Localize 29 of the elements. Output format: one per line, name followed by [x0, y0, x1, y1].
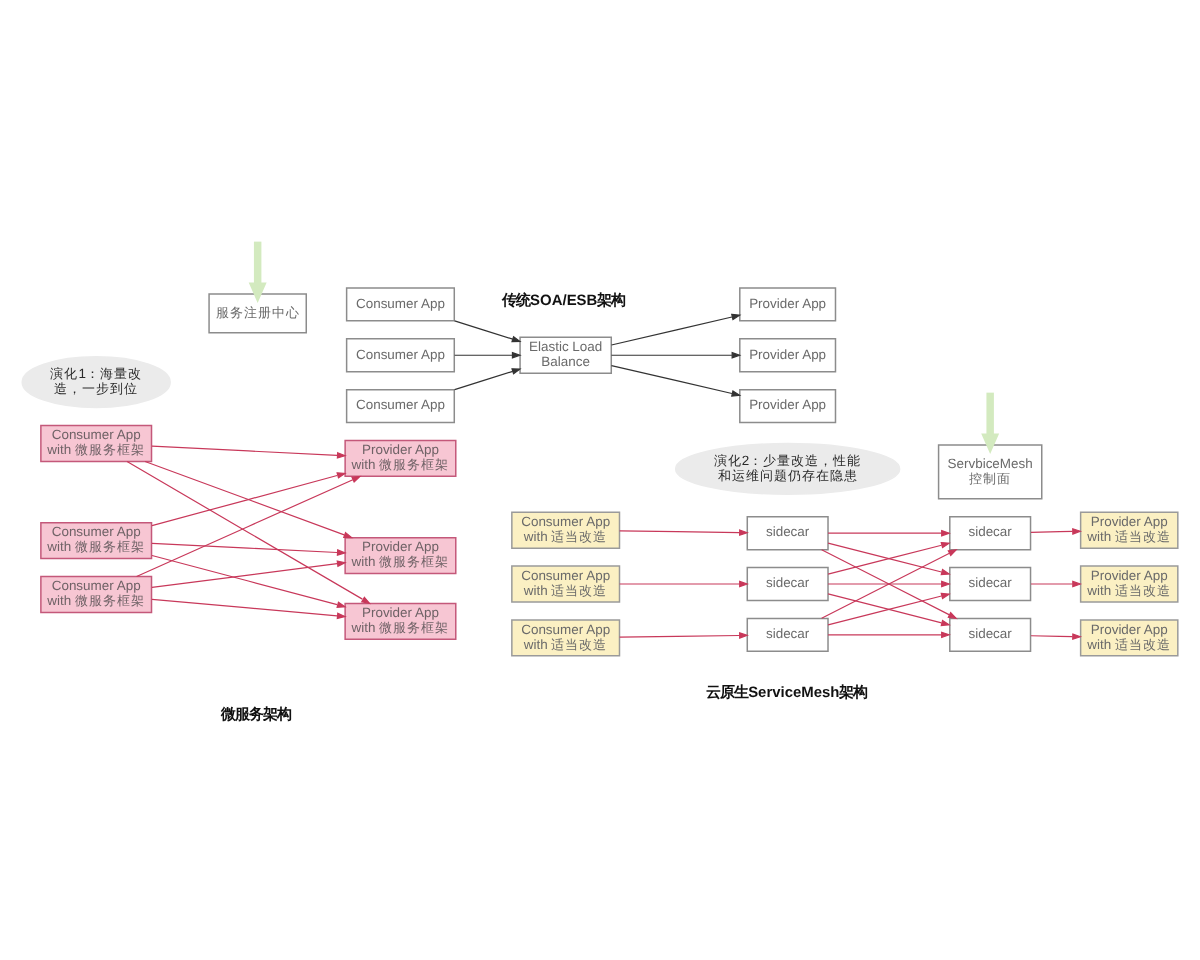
arrow [827, 580, 951, 588]
label: 传统SOA/ESB架构 [502, 291, 626, 310]
arrow [827, 631, 951, 639]
arrow [144, 460, 354, 539]
arrow [248, 241, 267, 304]
label: 云原生ServiceMesh架构 [706, 682, 868, 701]
arrow [454, 351, 522, 359]
arrow [151, 445, 347, 459]
arrow [126, 460, 372, 605]
arrow [151, 598, 347, 620]
arrow [610, 351, 742, 359]
arrow [454, 320, 522, 343]
arrow [981, 392, 1000, 454]
arrow [136, 475, 362, 577]
arrow [827, 529, 951, 537]
arrow [619, 632, 749, 639]
arrow [610, 313, 742, 346]
arrow [610, 364, 742, 397]
arrow [454, 368, 522, 391]
arrow [1030, 633, 1083, 641]
arrow [151, 542, 347, 556]
arrow [619, 529, 749, 536]
arrow [151, 472, 347, 527]
label: 微服务架构 [221, 705, 292, 724]
arrow [151, 554, 347, 608]
arrow [1030, 580, 1083, 588]
arrow [619, 580, 749, 588]
arrow [1030, 527, 1083, 535]
arrow [151, 560, 347, 588]
